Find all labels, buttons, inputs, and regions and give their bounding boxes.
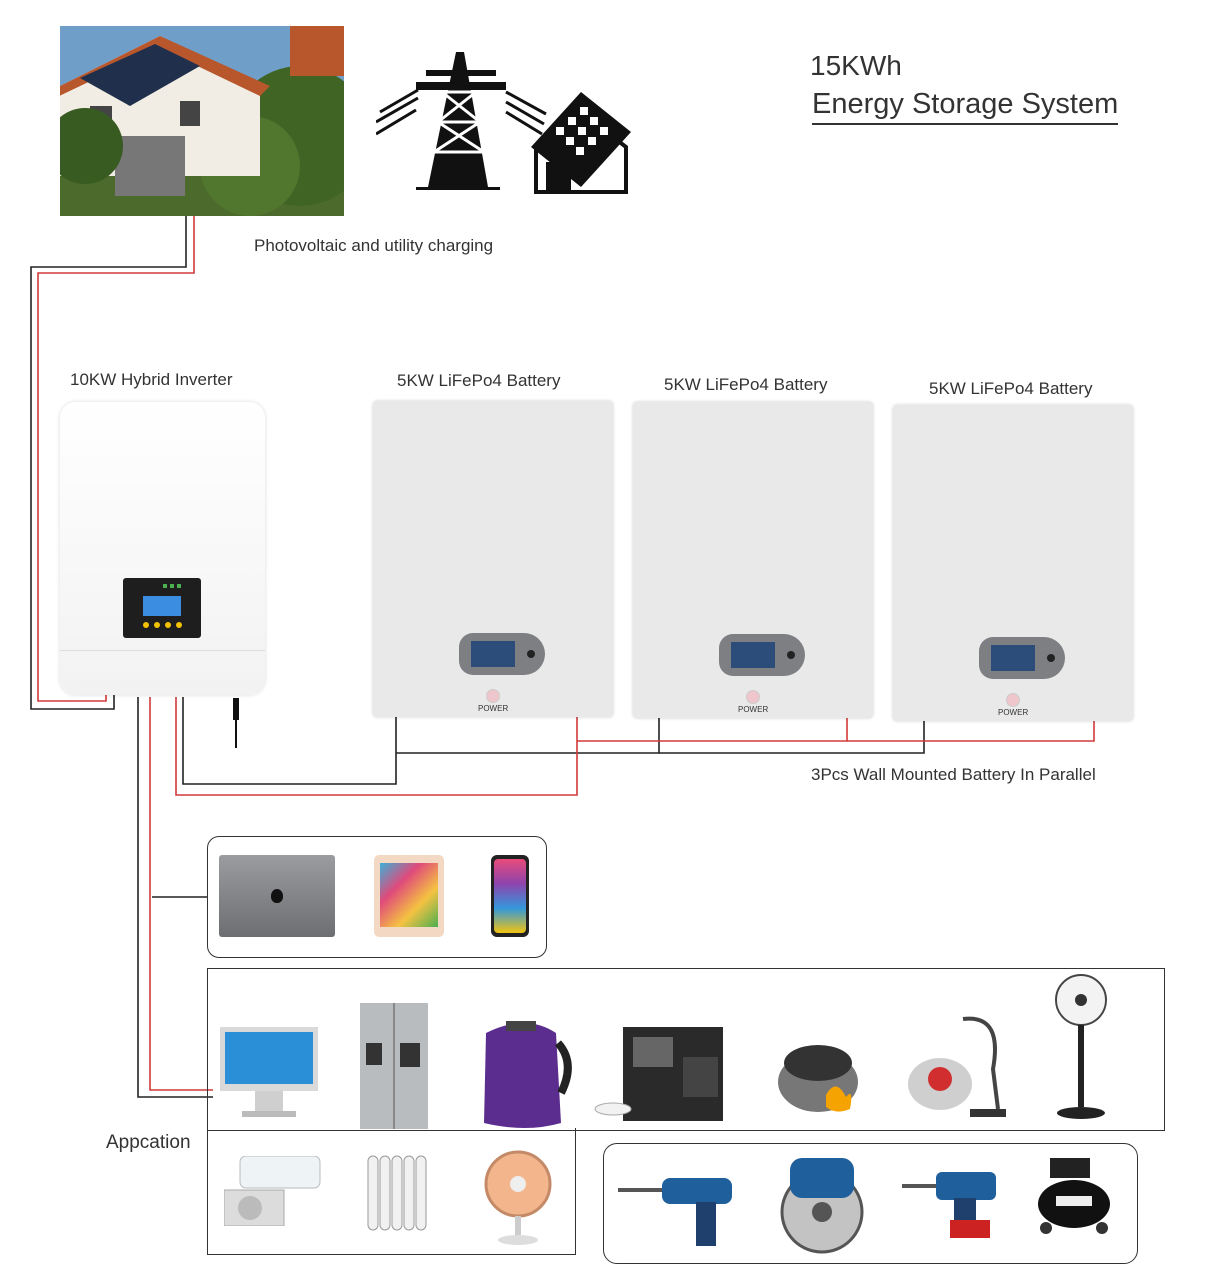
battery-negative-bus xyxy=(182,697,397,785)
standing-fan-icon xyxy=(1054,973,1108,1123)
utility-grid-icon xyxy=(375,52,636,202)
pv-positive-wire xyxy=(37,216,195,702)
load-negative-wire xyxy=(137,697,213,1098)
tablet-icon xyxy=(374,855,444,937)
kettle-icon xyxy=(476,1013,576,1135)
application-label: Appcation xyxy=(106,1132,191,1153)
battery-3: POWER xyxy=(893,405,1133,721)
inverter-cable xyxy=(232,698,240,748)
refrigerator-icon xyxy=(360,1003,428,1131)
solar-house-photo xyxy=(60,26,344,216)
rice-cooker-icon xyxy=(776,1037,860,1115)
battery-3-power-label: POWER xyxy=(998,708,1029,717)
battery-3-display xyxy=(979,637,1065,679)
small-devices-group xyxy=(207,836,547,958)
monitor-icon xyxy=(220,1027,318,1123)
battery-1-display xyxy=(459,633,545,675)
halogen-heater-icon xyxy=(482,1150,554,1246)
system-capacity-title: 15KWh xyxy=(810,50,902,81)
battery-1-label: 5KW LiFePo4 Battery xyxy=(397,371,561,390)
inverter-label: 10KW Hybrid Inverter xyxy=(70,370,233,389)
load-positive-wire xyxy=(149,697,213,1091)
air-compressor-icon xyxy=(1036,1158,1112,1234)
battery-2-power-button xyxy=(746,690,760,704)
power-tools-group xyxy=(603,1143,1138,1264)
battery-2-display xyxy=(719,634,805,676)
rotary-hammer-icon xyxy=(902,1164,1006,1242)
battery-parallel-negative xyxy=(396,718,660,754)
battery-2: POWER xyxy=(633,402,873,718)
laptop-icon xyxy=(219,855,335,937)
charging-label: Photovoltaic and utility charging xyxy=(254,236,494,255)
battery-3-label: 5KW LiFePo4 Battery xyxy=(929,379,1093,398)
battery-positive-bus xyxy=(175,697,578,796)
battery-2-label: 5KW LiFePo4 Battery xyxy=(664,375,828,394)
inverter-display-panel xyxy=(123,578,201,638)
battery-1-power-button xyxy=(486,689,500,703)
heating-cooling-group xyxy=(207,1128,576,1255)
system-name-title: Energy Storage System xyxy=(812,88,1119,125)
battery-parallel-positive xyxy=(577,718,848,742)
battery-3-power-button xyxy=(1006,693,1020,707)
air-conditioner-icon xyxy=(223,1155,322,1227)
vacuum-cleaner-icon xyxy=(908,1009,1008,1119)
battery-1-power-label: POWER xyxy=(478,704,509,713)
coffee-machine-icon xyxy=(593,1027,728,1123)
inverter-lcd xyxy=(143,596,181,616)
circular-saw-icon xyxy=(770,1148,874,1256)
smartphone-icon xyxy=(491,855,529,937)
battery-2-power-label: POWER xyxy=(738,705,769,714)
battery-1: POWER xyxy=(373,401,613,717)
home-appliances-group xyxy=(207,968,1165,1131)
hybrid-inverter xyxy=(60,402,265,695)
oil-heater-icon xyxy=(364,1150,428,1238)
parallel-label: 3Pcs Wall Mounted Battery In Parallel xyxy=(811,765,1096,784)
pv-negative-wire xyxy=(30,216,187,710)
electric-drill-icon xyxy=(618,1170,738,1250)
